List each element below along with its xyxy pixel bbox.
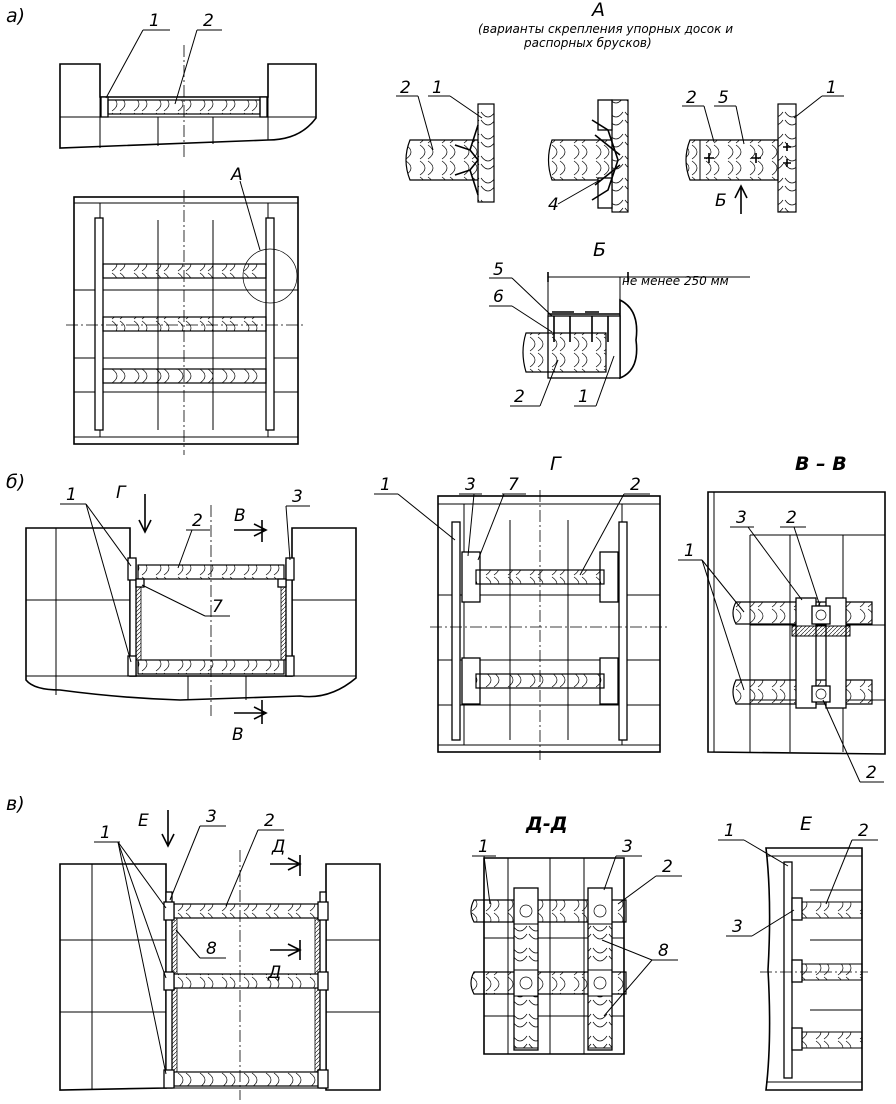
mark-v: В [232, 725, 244, 745]
mark-v: В [234, 506, 246, 526]
callout-1: 1 [578, 387, 589, 407]
title-g: Г [550, 453, 562, 475]
callout-1: 1 [684, 541, 695, 561]
callout-1: 1 [478, 837, 489, 857]
detail-a-circle [242, 248, 298, 304]
callout-2: 2 [630, 475, 641, 495]
callout-8: 8 [658, 941, 669, 961]
callout-1: 1 [149, 11, 160, 31]
callout-1: 1 [66, 485, 77, 505]
figure-a: а) [6, 0, 844, 455]
figure-v: в) Е [6, 793, 878, 1100]
callout-4: 4 [548, 195, 559, 215]
callout-2: 2 [662, 857, 673, 877]
view-g: Г 1 3 7 2 [374, 453, 668, 760]
title-dd: Д-Д [525, 813, 568, 835]
callout-1: 1 [826, 78, 837, 98]
callout-2: 2 [192, 511, 203, 531]
mark-g: Г [116, 483, 127, 503]
callout-7: 7 [212, 597, 223, 617]
detail-b: Б не менее 250 мм 5 6 2 1 [489, 239, 750, 407]
fig-v-section [59, 850, 381, 1100]
mark-d: Д [271, 837, 285, 857]
callout-3: 3 [465, 475, 476, 495]
callout-3: 3 [736, 508, 747, 528]
callout-7: 7 [508, 475, 519, 495]
upright-right [265, 217, 275, 431]
callout-3: 3 [732, 917, 743, 937]
callout-5: 5 [718, 88, 729, 108]
detail-a: А (варианты скрепления упорных досок и р… [396, 0, 844, 215]
fig-b-section [25, 505, 357, 716]
label-fig-v: в) [6, 793, 25, 815]
callout-1: 1 [380, 475, 391, 495]
mark-a: А [230, 165, 243, 185]
mark-b: Б [715, 191, 727, 211]
callout-2: 2 [686, 88, 697, 108]
callout-1: 1 [100, 823, 111, 843]
callout-3: 3 [622, 837, 633, 857]
callout-8: 8 [206, 939, 217, 959]
upright-left [94, 217, 104, 431]
callout-1: 1 [724, 821, 735, 841]
view-dd: Д-Д 1 3 2 8 [470, 813, 682, 1055]
callout-5: 5 [493, 260, 504, 280]
stop-board-left [100, 96, 109, 118]
callout-2: 2 [858, 821, 869, 841]
figure-b: б) Г В В [6, 453, 886, 783]
view-vv: В – В 3 2 1 2 [678, 453, 886, 783]
callout-2: 2 [786, 508, 797, 528]
callout-6: 6 [493, 287, 504, 307]
callout-2: 2 [514, 387, 525, 407]
callout-2: 2 [203, 11, 214, 31]
title-e: Е [800, 813, 812, 835]
title-a: А [590, 0, 605, 21]
mark-e: Е [138, 811, 149, 831]
callout-2: 2 [866, 763, 877, 783]
callout-1: 1 [432, 78, 443, 98]
dimension-250: не менее 250 мм [622, 274, 729, 288]
mark-d: Д [267, 963, 281, 983]
callout-2: 2 [264, 811, 275, 831]
fig-a-section [59, 45, 317, 160]
caption-a-1: (варианты скрепления упорных досок и [478, 22, 733, 36]
title-b: Б [593, 239, 606, 261]
stop-board-right [259, 96, 268, 118]
title-vv: В – В [795, 453, 847, 475]
callout-3: 3 [292, 487, 303, 507]
callout-3: 3 [206, 807, 217, 827]
callout-2: 2 [400, 78, 411, 98]
caption-a-2: распорных брусков) [523, 36, 652, 50]
fig-a-plan: А [66, 165, 305, 455]
view-e: Е 1 2 3 [718, 813, 878, 1091]
label-fig-b: б) [6, 471, 25, 493]
label-fig-a: а) [6, 5, 25, 27]
